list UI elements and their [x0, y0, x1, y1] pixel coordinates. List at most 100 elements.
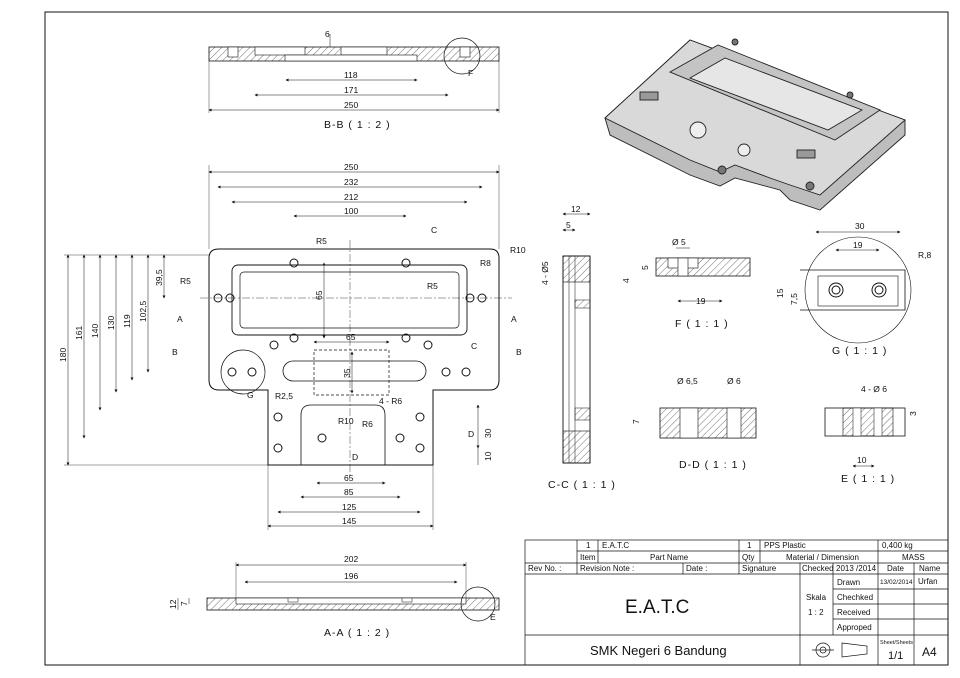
- front-view: 250 232 212 100 180 161 140 130 119 102,…: [58, 162, 526, 530]
- section-marker-d-left: D: [352, 452, 358, 462]
- tb-approped: Approped: [837, 623, 872, 632]
- section-bb-label: B-B ( 1 : 2 ): [324, 119, 391, 131]
- radius-r10-slot: R10: [338, 416, 354, 426]
- detail-f-label: F ( 1 : 1 ): [675, 318, 729, 330]
- tb-header-item: Item: [580, 553, 596, 562]
- dim-front-30: 30: [483, 428, 493, 438]
- title-block-text: 1 E.A.T.C 1 PPS Plastic 0,400 kg Item Pa…: [528, 541, 941, 662]
- section-marker-a-right: A: [511, 314, 517, 324]
- tb-date-label: Date :: [686, 564, 707, 573]
- dim-front-130: 130: [106, 316, 116, 330]
- tb-year: 2013 /2014: [836, 564, 877, 573]
- dim-cc-4-dia5: 4 - Ø5: [540, 261, 550, 285]
- radius-r6: R6: [362, 419, 373, 429]
- section-cc-view: 12 5 4 - Ø5 C-C ( 1 : 1 ): [540, 204, 616, 491]
- dim-front-119: 119: [122, 314, 132, 328]
- tb-chechked: Chechked: [837, 593, 873, 602]
- radius-r2-5: R2,5: [275, 391, 293, 401]
- tb-signature: Signature: [742, 564, 777, 573]
- dim-g-7-5: 7,5: [789, 293, 799, 305]
- dim-front-250: 250: [344, 162, 358, 172]
- tb-rev-note: Revision Note :: [580, 564, 634, 573]
- section-marker-c-bottom: C: [471, 341, 477, 351]
- dim-dd-dia6-5: Ø 6,5: [677, 376, 698, 386]
- section-marker-b-left: B: [172, 347, 178, 357]
- section-bb-view: 6 118 171 250 F B-B ( 1 : 2 ): [208, 29, 500, 131]
- tb-scale: 1 : 2: [808, 608, 824, 617]
- dim-front-100: 100: [344, 206, 358, 216]
- dim-dd-7: 7: [631, 419, 641, 424]
- section-aa-label: A-A ( 1 : 2 ): [324, 627, 390, 639]
- dim-f-19: 19: [696, 296, 706, 306]
- dim-cc-5: 5: [566, 220, 571, 230]
- dim-aa-7: 7: [179, 601, 189, 606]
- tb-title: E.A.T.C: [625, 597, 689, 618]
- detail-e-label: E ( 1 : 1 ): [841, 473, 895, 485]
- dim-aa-202: 202: [344, 554, 358, 564]
- detail-g-view: 30 19 R,8 15 7,5 G ( 1 : 1 ): [775, 221, 932, 357]
- label-detail-e-callout: E: [490, 612, 496, 622]
- dim-cc-12: 12: [571, 204, 581, 214]
- sheet-border: [44, 11, 949, 666]
- tb-header-material: Material / Dimension: [786, 553, 859, 562]
- dim-f-5: 5: [640, 265, 650, 270]
- dim-front-10: 10: [483, 451, 493, 461]
- tb-row-material: PPS Plastic: [764, 541, 806, 550]
- detail-g-label: G ( 1 : 1 ): [832, 345, 887, 357]
- detail-f-view: Ø 5 19 5 4 F ( 1 : 1 ): [621, 237, 751, 330]
- radius-r5-top: R5: [316, 236, 327, 246]
- dim-dd-dia6: Ø 6: [727, 376, 741, 386]
- dim-e-3: 3: [908, 411, 918, 416]
- dim-front-39-5: 39,5: [154, 269, 164, 286]
- dim-f-4: 4: [621, 278, 631, 283]
- dim-g-19: 19: [853, 240, 863, 250]
- tb-checked: Checked: [802, 564, 834, 573]
- detail-marker-g: G: [247, 390, 254, 400]
- detail-e-view: 4 - Ø 6 3 10 E ( 1 : 1 ): [824, 384, 918, 485]
- section-marker-b-right: B: [516, 347, 522, 357]
- section-cc-label: C-C ( 1 : 1 ): [548, 479, 616, 491]
- dim-front-232: 232: [344, 177, 358, 187]
- radius-r5-left: R5: [180, 276, 191, 286]
- dim-front-140: 140: [90, 324, 100, 338]
- radius-r5-right: R5: [427, 281, 438, 291]
- tb-sheets: 1/1: [888, 650, 903, 662]
- dim-front-65-bottom: 65: [344, 473, 354, 483]
- dim-g-30: 30: [855, 221, 865, 231]
- radius-r10-corner: R10: [510, 245, 526, 255]
- projection-symbol-icon: [812, 642, 868, 658]
- tb-row-qty: 1: [747, 541, 752, 550]
- dim-aa-196: 196: [344, 571, 358, 581]
- dim-bb-118: 118: [344, 70, 358, 80]
- isometric-view: [604, 38, 906, 211]
- dim-bb-250: 250: [344, 100, 358, 110]
- tb-drawn-date: 13/02/2014: [880, 579, 913, 586]
- tb-rev-no: Rev No. :: [528, 564, 561, 573]
- tb-header-qty: Qty: [742, 553, 754, 562]
- tb-school: SMK Negeri 6 Bandung: [590, 643, 727, 658]
- tb-sheets-header: Sheet/Sheets: [880, 640, 913, 646]
- section-marker-d-right: D: [468, 429, 474, 439]
- dim-f-dia5: Ø 5: [672, 237, 686, 247]
- tb-drawn: Drawn: [837, 578, 860, 587]
- tb-header-mass: MASS: [902, 553, 925, 562]
- tb-paper: A4: [922, 645, 937, 659]
- tb-header-part: Part Name: [650, 553, 689, 562]
- dim-bb-6: 6: [325, 29, 330, 39]
- dim-front-180: 180: [58, 348, 68, 362]
- dim-g-15: 15: [775, 288, 785, 298]
- tb-date-header: Date: [887, 564, 904, 573]
- section-dd-label: D-D ( 1 : 1 ): [679, 459, 747, 471]
- dim-aa-12: 12: [168, 599, 178, 609]
- tb-skala: Skala: [806, 593, 827, 602]
- dim-e-10: 10: [857, 455, 867, 465]
- dim-front-212: 212: [344, 192, 358, 202]
- radius-4-r6: 4 - R6: [379, 396, 402, 406]
- dim-e-4-dia6: 4 - Ø 6: [861, 384, 887, 394]
- dim-front-161: 161: [74, 326, 84, 340]
- dim-front-102-5: 102,5: [138, 300, 148, 322]
- section-marker-a-left: A: [177, 314, 183, 324]
- dim-bb-171: 171: [344, 85, 358, 95]
- dim-front-65-horizontal: 65: [346, 332, 356, 342]
